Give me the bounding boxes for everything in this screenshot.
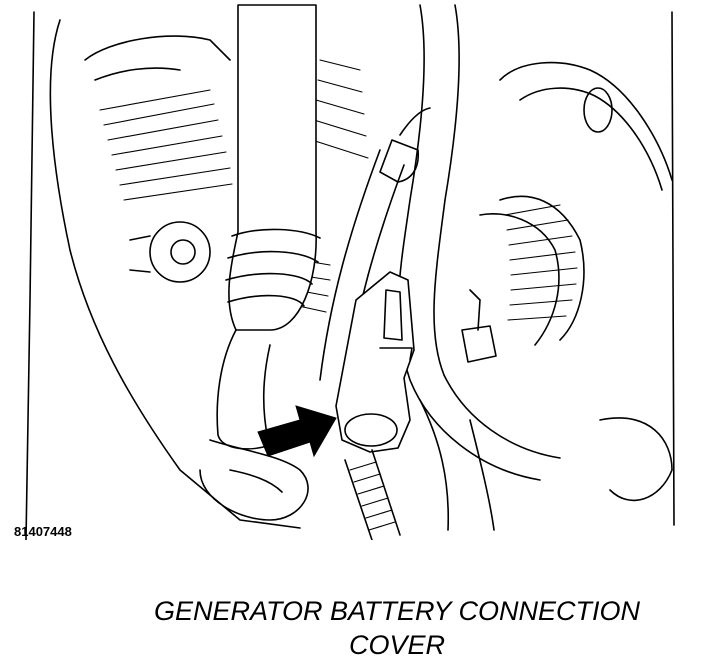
frame-right-edge bbox=[671, 11, 675, 526]
caption-line-2: COVER bbox=[348, 630, 446, 660]
hose-clamp bbox=[583, 87, 613, 133]
drive-belt bbox=[344, 449, 401, 540]
right-hose bbox=[397, 4, 541, 481]
generator-housing bbox=[49, 19, 301, 529]
frame-left-edge bbox=[25, 11, 35, 540]
ribbed-hose bbox=[479, 195, 585, 346]
figure-id-label: 81407448 bbox=[14, 524, 72, 539]
caption-line-1: GENERATOR BATTERY CONNECTION bbox=[153, 596, 641, 626]
lower-hose bbox=[199, 439, 309, 521]
terminal-stud bbox=[344, 413, 398, 447]
terminal-nut bbox=[461, 325, 497, 363]
pulley-bolt-inner bbox=[170, 239, 196, 265]
battery-connection-cover bbox=[335, 271, 415, 453]
pulley-bolt-outer bbox=[149, 221, 211, 283]
generator-line-drawing bbox=[25, 4, 675, 540]
vertical-hose bbox=[228, 4, 317, 331]
pointer-arrow bbox=[257, 405, 337, 458]
